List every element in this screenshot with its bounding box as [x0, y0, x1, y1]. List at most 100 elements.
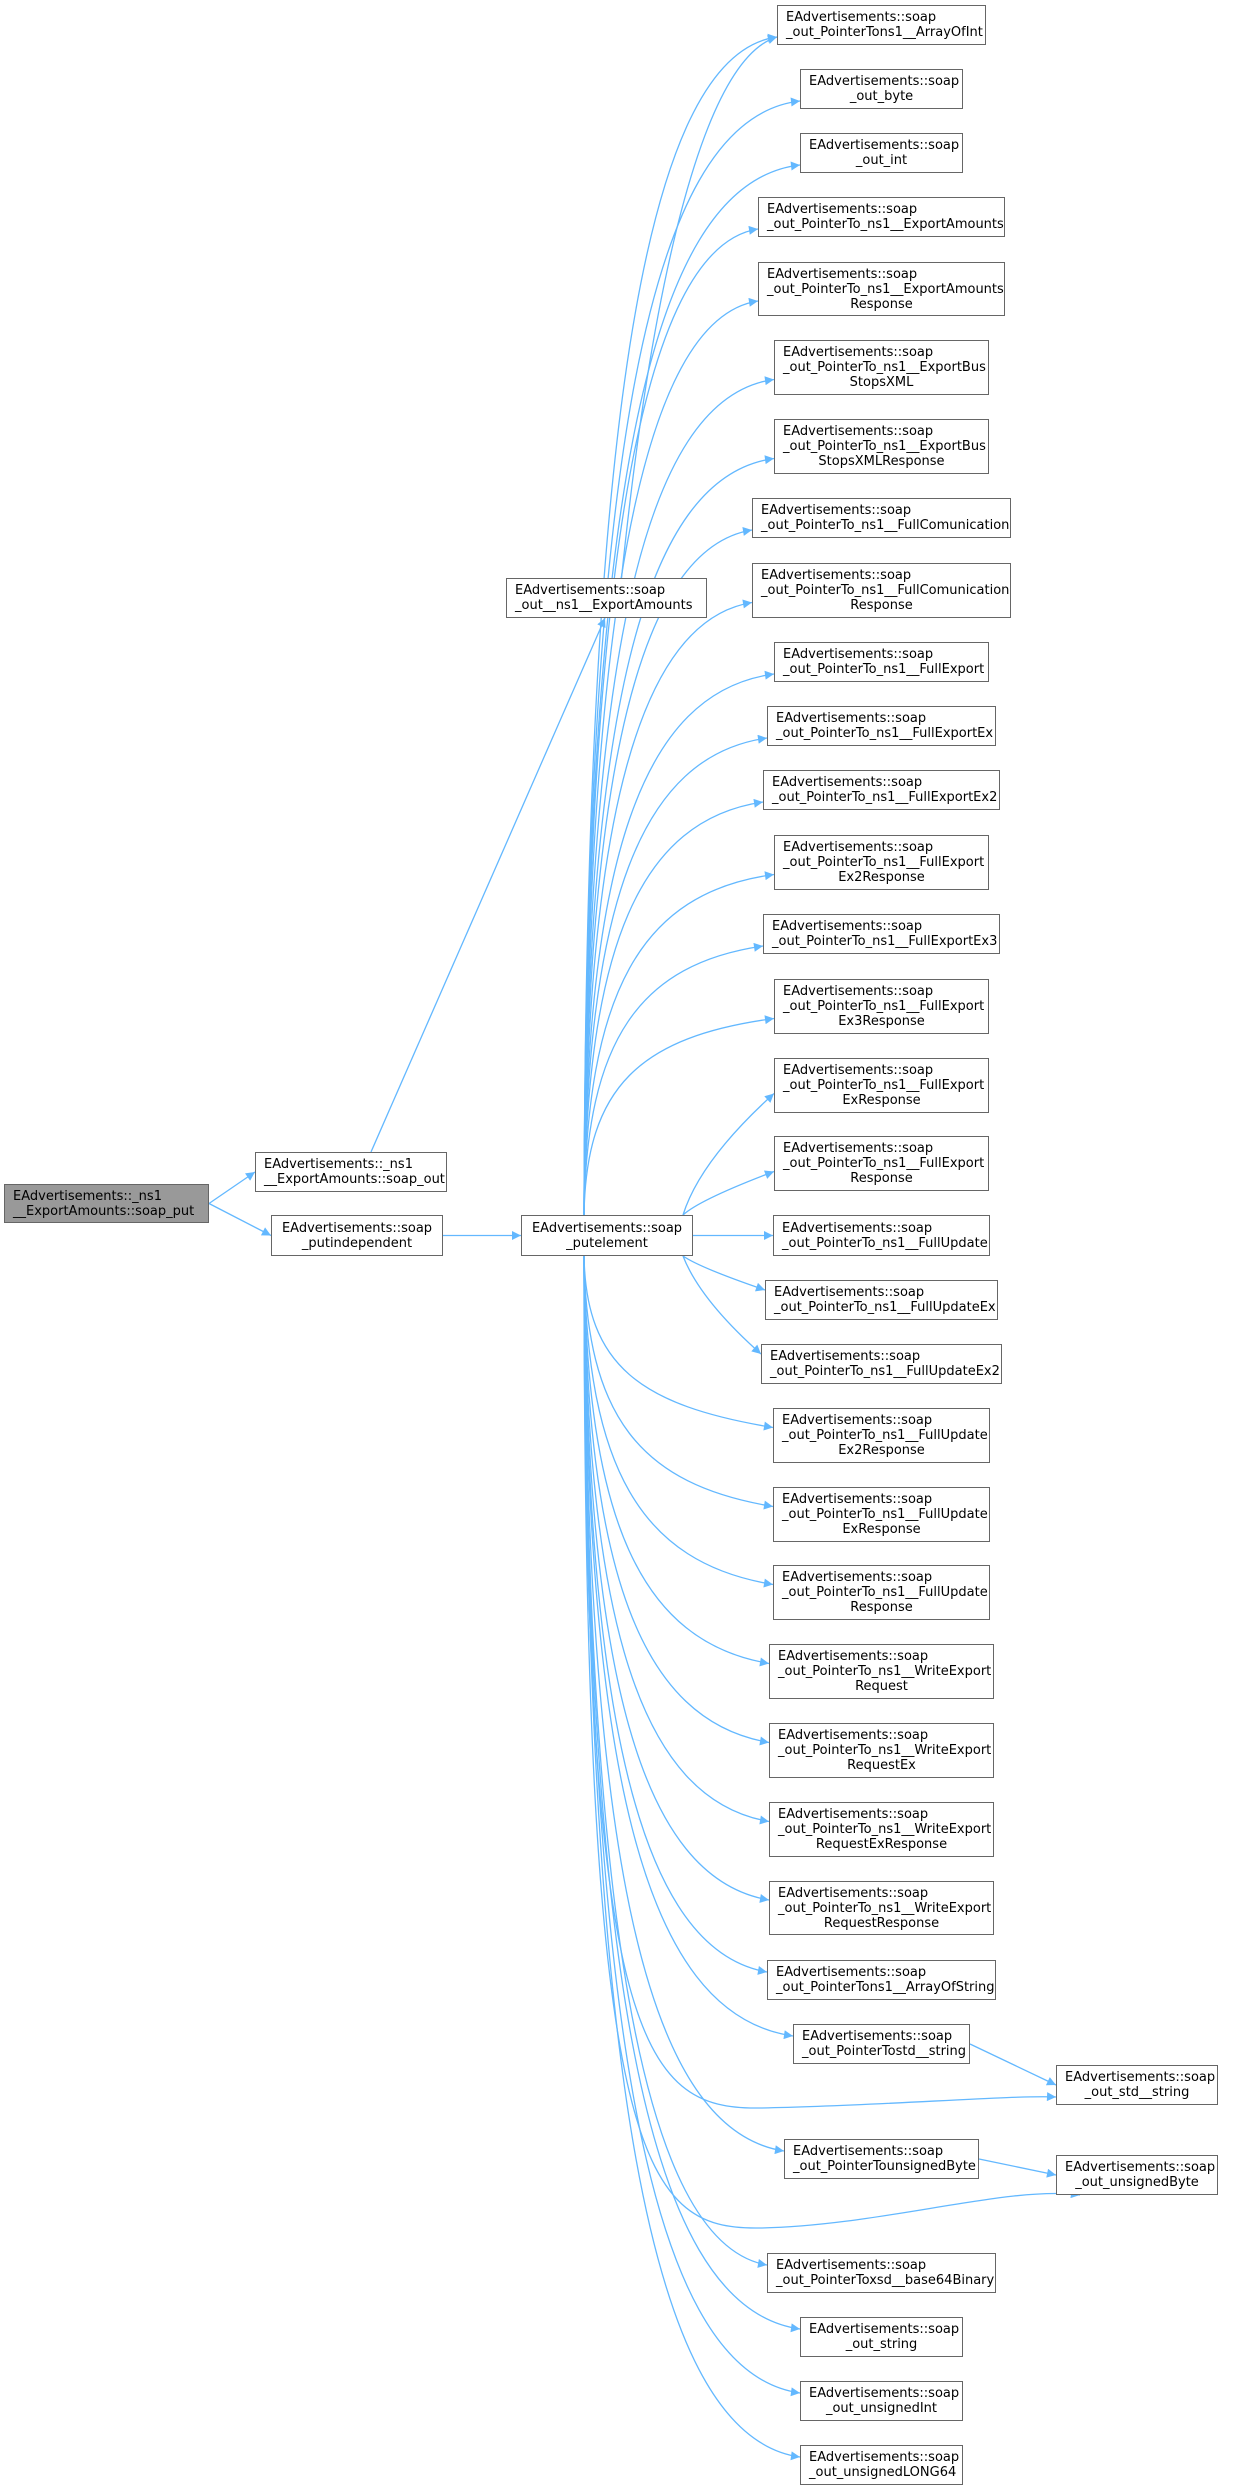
- node-label-line: _out_PointerTons1__ArrayOfString: [776, 1980, 995, 1995]
- node-label-line: _out_PointerTo_ns1__FullExport: [783, 999, 985, 1014]
- graph-node-p-exportbusstopsxmlresponse[interactable]: EAdvertisements::soap_out_PointerTo_ns1_…: [774, 419, 989, 474]
- graph-node-p-std-string[interactable]: EAdvertisements::soap_out_PointerTostd__…: [793, 2024, 970, 2064]
- node-label-line: _out_byte: [849, 89, 914, 104]
- edge-putelement-to-p-fullexportex2response: [583, 871, 775, 1216]
- graph-node-p-fullupdateresponse[interactable]: EAdvertisements::soap_out_PointerTo_ns1_…: [773, 1565, 990, 1620]
- node-label-line: EAdvertisements::soap: [1065, 2160, 1216, 2175]
- node-label-line: EAdvertisements::soap: [782, 1220, 933, 1236]
- graph-node-byte[interactable]: EAdvertisements::soap_out_byte: [800, 69, 963, 109]
- graph-node-p-unsignedbyte[interactable]: EAdvertisements::soap_out_PointerTounsig…: [784, 2139, 979, 2179]
- node-label-line: EAdvertisements::soap: [761, 568, 912, 583]
- graph-node-putelement[interactable]: EAdvertisements::soap_putelement: [521, 1215, 693, 1256]
- node-label-line: _out_PointerTo_ns1__ExportAmounts: [767, 217, 1004, 232]
- edge-putelement-to-p-fullupdateex2response: [583, 1255, 774, 1431]
- graph-node-p-fullcomunication[interactable]: EAdvertisements::soap_out_PointerTo_ns1_…: [752, 498, 1011, 538]
- node-label-line: EAdvertisements::soap: [778, 1807, 929, 1822]
- graph-node-p-fullupdate[interactable]: EAdvertisements::soap_out_PointerTo_ns1_…: [773, 1215, 990, 1256]
- graph-node-p-writeexportrequestex[interactable]: EAdvertisements::soap_out_PointerTo_ns1_…: [769, 1723, 994, 1778]
- edge-putelement-to-p-fullexportexresponse: [682, 1093, 775, 1216]
- node-label-line: EAdvertisements::soap: [281, 1220, 433, 1236]
- graph-node-arrayofint[interactable]: EAdvertisements::soap_out_PointerTons1__…: [777, 5, 986, 45]
- node-label-line: EAdvertisements::soap: [783, 984, 934, 999]
- graph-node-putindependent[interactable]: EAdvertisements::soap_putindependent: [271, 1215, 443, 1256]
- graph-node-p-fullexportexresponse[interactable]: EAdvertisements::soap_out_PointerTo_ns1_…: [774, 1058, 989, 1113]
- edge-putelement-to-p-writeexportrequest: [583, 1255, 770, 1667]
- edge-putelement-to-p-writeexportrequestexresponse: [583, 1255, 770, 1825]
- node-label-line: __ExportAmounts::soap_out: [264, 1172, 445, 1187]
- graph-node-unsignedbyte[interactable]: EAdvertisements::soap_out_unsignedByte: [1056, 2155, 1218, 2195]
- node-label-line: EAdvertisements::soap: [774, 1285, 925, 1300]
- edge-putelement-to-p-fullupdateresponse: [583, 1255, 774, 1588]
- edge-out-ns1-exportamounts-to-arrayofint: [620, 35, 778, 579]
- graph-node-root[interactable]: EAdvertisements::_ns1__ExportAmounts::so…: [4, 1184, 209, 1223]
- node-label-line: _out_PointerTo_ns1__FullUpdateEx: [774, 1300, 996, 1315]
- node-label-line: _out_PointerTo_ns1__FullExport: [783, 1156, 985, 1171]
- node-label-line: _out_PointerTo_ns1__FullExport: [783, 1078, 985, 1093]
- graph-node-string[interactable]: EAdvertisements::soap_out_string: [800, 2317, 963, 2357]
- node-label-line: Request: [855, 1679, 908, 1694]
- graph-node-unsignedint[interactable]: EAdvertisements::soap_out_unsignedInt: [800, 2381, 963, 2421]
- edge-putelement-to-p-exportbusstopsxml: [583, 376, 775, 1216]
- graph-node-p-fullupdateexresponse[interactable]: EAdvertisements::soap_out_PointerTo_ns1_…: [773, 1487, 990, 1542]
- graph-node-arrayofstring[interactable]: EAdvertisements::soap_out_PointerTons1__…: [767, 1960, 996, 2000]
- graph-node-std-string[interactable]: EAdvertisements::soap_out_std__string: [1056, 2065, 1218, 2105]
- edge-putelement-to-p-unsignedbyte: [583, 1255, 785, 2155]
- node-label-line: _out_unsignedInt: [825, 2401, 938, 2416]
- node-label-line: EAdvertisements::soap: [761, 503, 912, 518]
- node-label-line: _out_PointerTo_ns1__FullUpdate: [782, 1507, 988, 1522]
- graph-node-p-fullexportex2response[interactable]: EAdvertisements::soap_out_PointerTo_ns1_…: [774, 835, 989, 890]
- node-label-line: EAdvertisements::soap: [786, 10, 937, 25]
- node-label-line: EAdvertisements::_ns1: [13, 1188, 162, 1204]
- edge-ns1-soap-out-to-out-ns1-exportamounts: [370, 617, 606, 1153]
- graph-node-int[interactable]: EAdvertisements::soap_out_int: [800, 133, 963, 173]
- edge-putelement-to-unsignedlong64: [583, 1255, 801, 2461]
- graph-node-p-fullexportex3[interactable]: EAdvertisements::soap_out_PointerTo_ns1_…: [763, 914, 1000, 954]
- node-label-line: EAdvertisements::soap: [782, 1492, 933, 1507]
- graph-node-p-writeexportrequestexresponse[interactable]: EAdvertisements::soap_out_PointerTo_ns1_…: [769, 1802, 994, 1857]
- node-label-line: StopsXML: [849, 375, 914, 390]
- node-label-line: _out_int: [855, 153, 908, 168]
- graph-node-p-fullexport[interactable]: EAdvertisements::soap_out_PointerTo_ns1_…: [774, 642, 989, 682]
- node-label-line: StopsXMLResponse: [818, 454, 945, 469]
- graph-node-p-exportbusstopsxml[interactable]: EAdvertisements::soap_out_PointerTo_ns1_…: [774, 340, 989, 395]
- edge-putelement-to-p-exportamountsresponse: [583, 297, 759, 1216]
- graph-node-p-base64binary[interactable]: EAdvertisements::soap_out_PointerToxsd__…: [767, 2253, 996, 2293]
- graph-node-p-fullupdateex2response[interactable]: EAdvertisements::soap_out_PointerTo_ns1_…: [773, 1408, 990, 1463]
- node-label-line: EAdvertisements::soap: [802, 2029, 953, 2044]
- graph-node-ns1-soap-out[interactable]: EAdvertisements::_ns1__ExportAmounts::so…: [255, 1152, 447, 1192]
- graph-node-p-fullexportresponse[interactable]: EAdvertisements::soap_out_PointerTo_ns1_…: [774, 1136, 989, 1191]
- node-label-line: _out_PointerToxsd__base64Binary: [776, 2273, 995, 2288]
- node-label-line: _out_unsignedLONG64: [809, 2465, 957, 2480]
- graph-node-p-exportamounts[interactable]: EAdvertisements::soap_out_PointerTo_ns1_…: [758, 197, 1005, 237]
- graph-node-p-fullupdateex2[interactable]: EAdvertisements::soap_out_PointerTo_ns1_…: [761, 1344, 1002, 1384]
- edge-putelement-to-p-fullupdateexresponse: [583, 1255, 774, 1510]
- node-label-line: EAdvertisements::soap: [1065, 2070, 1216, 2085]
- node-label-line: EAdvertisements::soap: [782, 1413, 933, 1428]
- graph-node-p-fullupdateex[interactable]: EAdvertisements::soap_out_PointerTo_ns1_…: [765, 1280, 998, 1320]
- graph-node-p-fullexportex3response[interactable]: EAdvertisements::soap_out_PointerTo_ns1_…: [774, 979, 989, 1034]
- node-label-line: _out_PointerTo_ns1__FullComunication: [761, 518, 1010, 533]
- edge-putelement-to-arrayofstring: [583, 1255, 768, 1975]
- node-label-line: Response: [850, 296, 913, 312]
- edge-putelement-to-p-base64binary: [583, 1255, 768, 2268]
- edge-putelement-to-p-exportamounts: [583, 225, 759, 1216]
- graph-node-p-exportamountsresponse[interactable]: EAdvertisements::soap_out_PointerTo_ns1_…: [758, 262, 1005, 316]
- node-label-line: _out_std__string: [1084, 2085, 1190, 2100]
- graph-node-p-fullcomunicationresponse[interactable]: EAdvertisements::soap_out_PointerTo_ns1_…: [752, 563, 1011, 618]
- edge-putelement-to-p-fullexport: [583, 670, 775, 1216]
- graph-node-p-fullexportex[interactable]: EAdvertisements::soap_out_PointerTo_ns1_…: [767, 706, 996, 746]
- node-label-line: _out_PointerTo_ns1__ExportBus: [783, 439, 986, 454]
- graph-node-p-writeexportrequest[interactable]: EAdvertisements::soap_out_PointerTo_ns1_…: [769, 1644, 994, 1699]
- node-label-line: _putelement: [566, 1235, 648, 1251]
- graph-node-out-ns1-exportamounts[interactable]: EAdvertisements::soap_out__ns1__ExportAm…: [506, 578, 707, 618]
- node-label-line: _out_PointerTo_ns1__ExportBus: [783, 360, 986, 375]
- node-label-line: __ExportAmounts::soap_put: [13, 1203, 195, 1219]
- graph-node-p-writeexportrequestresponse[interactable]: EAdvertisements::soap_out_PointerTo_ns1_…: [769, 1881, 994, 1935]
- graph-node-p-fullexportex2[interactable]: EAdvertisements::soap_out_PointerTo_ns1_…: [763, 770, 1000, 810]
- node-label-line: EAdvertisements::soap: [767, 202, 918, 217]
- node-label-line: EAdvertisements::soap: [776, 2258, 927, 2273]
- graph-node-unsignedlong64[interactable]: EAdvertisements::soap_out_unsignedLONG64: [800, 2445, 963, 2485]
- node-label-line: EAdvertisements::soap: [783, 345, 934, 360]
- edge-putelement-to-p-fullupdateex: [682, 1255, 766, 1292]
- node-label-line: EAdvertisements::soap: [783, 424, 934, 439]
